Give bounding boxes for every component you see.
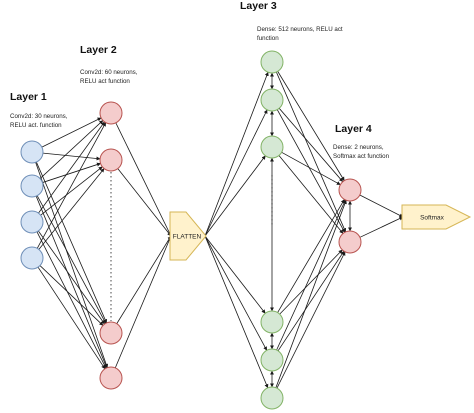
connection-arrow-16 bbox=[115, 122, 172, 237]
connection-arrow-7 bbox=[35, 196, 108, 369]
layer2-neuron-3 bbox=[99, 321, 123, 345]
connection-arrow-39 bbox=[359, 216, 404, 238]
layer3-neuron-3 bbox=[260, 135, 284, 159]
layer3-neuron-1 bbox=[260, 50, 284, 74]
connection-arrow-15 bbox=[37, 266, 106, 370]
layer1-title: Layer 1 bbox=[10, 91, 47, 103]
connection-arrow-27 bbox=[276, 71, 347, 233]
layer1-neuron-4 bbox=[20, 246, 44, 270]
connection-arrow-17 bbox=[117, 168, 172, 237]
connection-arrow-23 bbox=[204, 235, 266, 314]
connection-arrow-10 bbox=[38, 230, 105, 325]
connection-arrow-31 bbox=[278, 155, 344, 234]
connection-arrow-24 bbox=[204, 235, 268, 351]
connection-arrow-30 bbox=[281, 151, 341, 186]
connection-arrow-3 bbox=[35, 162, 109, 368]
connection-arrow-18 bbox=[116, 235, 172, 324]
connection-arrow-5 bbox=[42, 162, 101, 183]
softmax-output-label: Softmax bbox=[420, 215, 445, 222]
layer3-neuron-5 bbox=[260, 348, 284, 372]
layer3-title: Layer 3 bbox=[240, 0, 277, 12]
connection-arrow-22 bbox=[204, 155, 266, 237]
connection-arrow-36 bbox=[275, 199, 347, 388]
connection-arrow-4 bbox=[39, 120, 104, 179]
layer2-neuron-2 bbox=[99, 148, 123, 172]
connection-arrow-21 bbox=[204, 109, 268, 237]
layer2-neuron-4 bbox=[99, 366, 123, 390]
layer3-neuron-4 bbox=[260, 310, 284, 334]
connection-arrow-25 bbox=[204, 235, 269, 389]
layer3-description: Dense: 512 neurons, RELU act function bbox=[257, 26, 343, 42]
connection-arrow-8 bbox=[38, 121, 105, 214]
connection-arrow-0 bbox=[41, 117, 102, 148]
connection-arrow-6 bbox=[36, 195, 107, 324]
connection-arrow-33 bbox=[279, 249, 343, 315]
connection-arrow-12 bbox=[36, 122, 107, 249]
layer4-neuron-2 bbox=[338, 230, 362, 254]
connection-arrow-20 bbox=[204, 71, 269, 237]
layer2-description: Conv2d: 60 neurons, RELU act function bbox=[80, 69, 138, 85]
layer1-neuron-3 bbox=[20, 210, 44, 234]
layer2-neuron-1 bbox=[99, 101, 123, 125]
layer4-description: Dense: 2 neurons, Softmax act function bbox=[333, 144, 390, 160]
connection-arrow-28 bbox=[278, 108, 344, 182]
connection-arrow-1 bbox=[42, 152, 101, 161]
connection-arrow-32 bbox=[277, 199, 345, 313]
layer4-neuron-1 bbox=[338, 178, 362, 202]
softmax-output-shape bbox=[401, 204, 472, 230]
layer3-neuron-2 bbox=[260, 88, 284, 112]
connection-arrow-14 bbox=[39, 265, 104, 326]
connection-arrow-26 bbox=[277, 71, 345, 181]
layer4-title: Layer 4 bbox=[335, 123, 372, 135]
connection-arrow-19 bbox=[114, 235, 172, 369]
connection-arrow-13 bbox=[38, 168, 105, 250]
layer2-title: Layer 2 bbox=[80, 44, 117, 56]
connection-arrow-35 bbox=[277, 250, 345, 352]
flatten-shape bbox=[169, 211, 207, 261]
nodes-group bbox=[20, 50, 362, 410]
connection-arrow-34 bbox=[276, 199, 346, 351]
connection-arrow-37 bbox=[276, 251, 346, 389]
connection-arrow-38 bbox=[359, 194, 404, 218]
layer1-description: Conv2d: 30 neurons, RELU act. function bbox=[10, 113, 68, 129]
connection-arrow-2 bbox=[36, 161, 107, 324]
layer1-neuron-1 bbox=[20, 140, 44, 164]
connection-arrow-29 bbox=[276, 109, 346, 233]
flatten-label: FLATTEN bbox=[173, 234, 202, 241]
connection-arrow-11 bbox=[36, 231, 107, 369]
layer1-neuron-2 bbox=[20, 174, 44, 198]
layer3-neuron-6 bbox=[260, 386, 284, 410]
connection-arrow-9 bbox=[40, 166, 103, 216]
edges-group bbox=[35, 71, 404, 389]
shapes-group: FLATTEN Softmax bbox=[169, 204, 472, 261]
